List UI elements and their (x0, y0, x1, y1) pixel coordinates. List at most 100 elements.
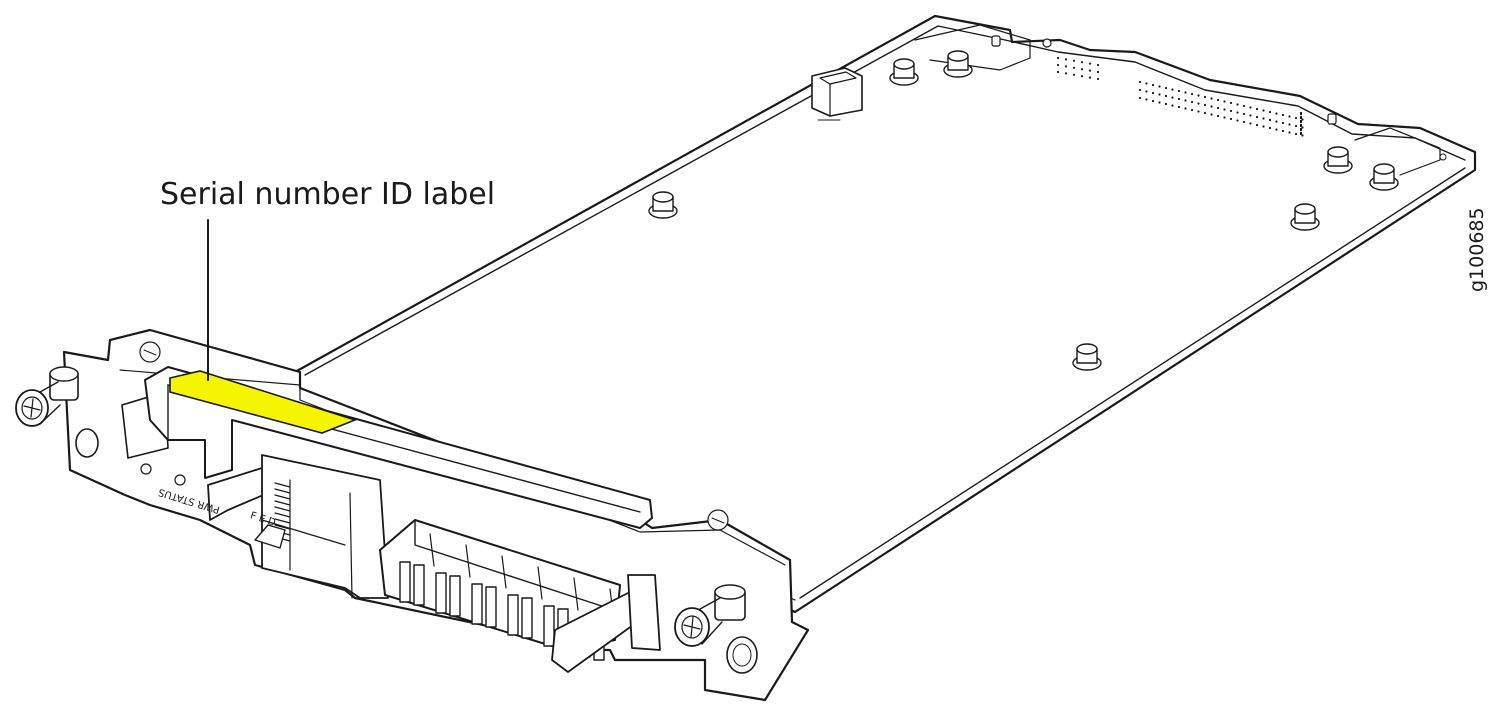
component-dot (1268, 110, 1272, 114)
left-thumbscrew (15, 366, 79, 427)
standoff (648, 191, 678, 219)
component-dot (1236, 103, 1239, 106)
component-dot (1216, 98, 1220, 102)
component-dot (1210, 105, 1213, 108)
ridge-line (274, 506, 291, 512)
serial-number-id-label (169, 370, 358, 434)
component-dot (1288, 123, 1291, 126)
component-dot (1056, 63, 1060, 67)
sfp-cage (379, 519, 661, 673)
component-dot (1197, 94, 1200, 97)
component-dot (1262, 125, 1265, 128)
component-dot (1268, 126, 1272, 130)
component-dot (1184, 99, 1187, 102)
component-dot (1216, 106, 1220, 110)
component-dot (1145, 98, 1148, 101)
component-dot (1190, 92, 1194, 96)
component-dot (1294, 116, 1298, 120)
component-dot (1275, 120, 1278, 123)
component-dot (1171, 96, 1174, 99)
component-pin (1300, 120, 1302, 123)
component-dot (1080, 75, 1084, 78)
component-dot (1145, 82, 1148, 85)
component-dot (1203, 111, 1207, 115)
component-dot (1184, 91, 1187, 94)
component-dot (1294, 132, 1298, 136)
component-dot (1223, 116, 1226, 119)
component-dot (1158, 85, 1161, 88)
component-dot (1294, 124, 1298, 128)
component-dot (1096, 77, 1100, 81)
ridge-line (274, 488, 291, 494)
component-dot (1056, 56, 1060, 60)
component-dot (1088, 62, 1092, 65)
component-dot (1281, 113, 1285, 117)
component-dot (1203, 103, 1207, 107)
standoff (889, 58, 919, 86)
sfp-slot (413, 564, 425, 606)
component-dot (1096, 63, 1100, 67)
component-dot (1056, 70, 1060, 74)
standoff (1369, 163, 1399, 191)
component-dot (1064, 65, 1068, 68)
component-dot (1236, 119, 1239, 122)
component-dot (1171, 104, 1174, 107)
sfp-slot (507, 594, 519, 636)
component-dot (1064, 58, 1068, 61)
component-dot (1072, 66, 1076, 69)
standoff (943, 50, 973, 78)
component-dot (1080, 68, 1084, 71)
slot-divider (573, 577, 579, 611)
component-dot (1223, 108, 1226, 111)
component-dot (1072, 73, 1076, 76)
component-pin (1300, 132, 1302, 135)
component-dot (1281, 129, 1285, 133)
component-dot (1275, 112, 1278, 115)
component-dot (1249, 122, 1252, 125)
component-dot (1236, 111, 1239, 114)
component-dot (1275, 128, 1278, 131)
ridge-line (274, 518, 291, 524)
component-pin (1300, 116, 1302, 119)
component-dot (1151, 91, 1155, 95)
component-dot (1288, 115, 1291, 118)
component-dot (1255, 123, 1259, 127)
standoff (1323, 146, 1353, 174)
component-dot (1242, 120, 1246, 124)
component-dot (1223, 100, 1226, 103)
component-dot (1145, 90, 1148, 93)
component-dot (1138, 88, 1142, 92)
component-dot (1216, 114, 1220, 118)
component-pin (1300, 112, 1302, 115)
component-dot (1262, 109, 1265, 112)
figure-id: g100685 (1466, 207, 1488, 292)
component-dot (1184, 107, 1187, 110)
component-dot (1190, 108, 1194, 112)
component-dot (1151, 83, 1155, 87)
component-dot (1255, 115, 1259, 119)
board-standoffs (648, 50, 1399, 371)
component-dot (1190, 100, 1194, 104)
component-dot (1177, 97, 1181, 101)
ridge-line (274, 512, 291, 518)
sfp-slot (399, 561, 411, 603)
component-dots (1056, 56, 1304, 137)
component-pin (1300, 128, 1302, 131)
component-dot (1242, 104, 1246, 108)
component-dot (1096, 70, 1100, 74)
component-dot (1262, 117, 1265, 120)
slot-divider (429, 533, 435, 567)
component-dot (1164, 86, 1168, 90)
port-housing (207, 454, 389, 599)
component-dot (1138, 96, 1142, 100)
component-dot (1080, 61, 1084, 64)
ridge-line (274, 500, 291, 506)
component-dot (1281, 121, 1285, 125)
component-dot (1229, 101, 1233, 105)
component-dot (1229, 109, 1233, 113)
ridge-line (274, 524, 291, 530)
component-dot (1064, 72, 1068, 75)
component-dot (1210, 113, 1213, 116)
